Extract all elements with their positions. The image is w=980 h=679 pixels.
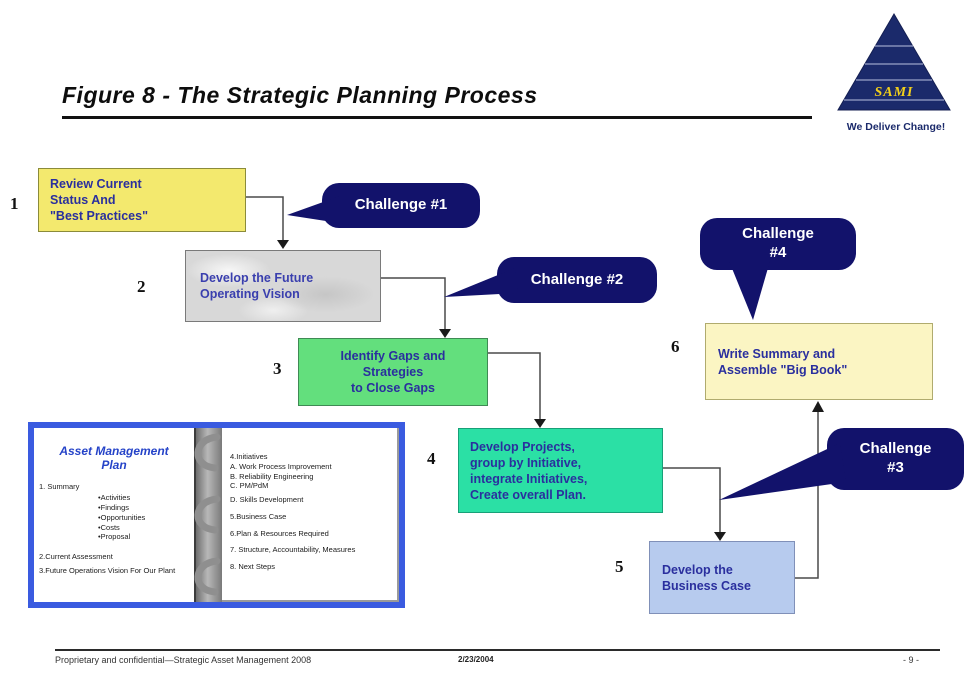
footer-page-number: - 9 - bbox=[903, 655, 920, 665]
pyramid-icon: SAMI bbox=[837, 13, 951, 111]
step-number-6: 6 bbox=[671, 337, 680, 356]
binder-subitem: B. Reliability Engineering bbox=[230, 471, 314, 481]
challenge-2-callout: Challenge #2 bbox=[497, 257, 657, 303]
arrowhead-into-box6 bbox=[812, 401, 824, 412]
bullet-item: Costs bbox=[98, 523, 194, 533]
step-box-line: Write Summary and bbox=[718, 346, 836, 361]
bullet-item: Activities bbox=[98, 493, 194, 503]
binder-item-initiatives: 4.Initiatives bbox=[230, 452, 268, 461]
binder-title: Asset Management Plan bbox=[59, 444, 169, 472]
step-box-line: Operating Vision bbox=[200, 287, 300, 301]
arrowhead-into-box3 bbox=[439, 329, 451, 338]
arrowhead-into-box5 bbox=[714, 532, 726, 541]
step-box-line: Create overall Plan. bbox=[470, 487, 587, 502]
binder-summary-bullets: Activities Findings Opportunities Costs … bbox=[98, 493, 194, 542]
step-box-line: "Best Practices" bbox=[50, 209, 149, 223]
title-underline bbox=[62, 116, 812, 119]
footer-confidentiality-note: Proprietary and confidential—Strategic A… bbox=[55, 655, 312, 665]
connector-4-5 bbox=[663, 467, 721, 534]
connector-2-3 bbox=[381, 277, 446, 331]
step-number-4: 4 bbox=[427, 449, 436, 468]
challenge-label: #3 bbox=[887, 459, 904, 476]
step-number-3: 3 bbox=[273, 359, 282, 378]
binder-right-page: 4.Initiatives A. Work Process Improvemen… bbox=[222, 428, 399, 602]
step-number-2: 2 bbox=[137, 277, 146, 296]
binder-item-business-case: 5.Business Case bbox=[230, 511, 287, 521]
step-box-line: Review Current bbox=[50, 177, 142, 191]
step-box-line: Develop the Future bbox=[200, 271, 314, 285]
logo-brand-text: SAMI bbox=[874, 85, 913, 100]
binder-subitem: D. Skills Development bbox=[230, 495, 304, 504]
step-box-develop-business-case: Develop the Business Case bbox=[649, 541, 795, 614]
binder-item-summary: 1. Summary bbox=[39, 481, 80, 491]
binder-subitem: A. Work Process Improvement bbox=[230, 461, 332, 471]
challenge-3-callout: Challenge #3 bbox=[827, 428, 964, 490]
binder-spine bbox=[196, 428, 222, 602]
asset-management-plan-binder: Asset Management Plan 1. Summary Activit… bbox=[28, 422, 405, 608]
step-box-line: group by Initiative, bbox=[470, 455, 582, 470]
sami-pyramid-logo: SAMI bbox=[836, 12, 956, 119]
binder-item-structure-accountability: 7. Structure, Accountability, Measures bbox=[230, 545, 356, 555]
binder-item-plan-resources: 6.Plan & Resources Required bbox=[230, 528, 329, 538]
binder-item-next-steps: 8. Next Steps bbox=[230, 562, 276, 571]
bullet-item: Proposal bbox=[98, 532, 194, 542]
logo-tagline: We Deliver Change! bbox=[846, 121, 946, 133]
arrowhead-into-box4 bbox=[534, 419, 546, 428]
arrowhead-into-box2 bbox=[277, 240, 289, 249]
step-number-1: 1 bbox=[10, 194, 19, 213]
binder-subitem: C. PM/PdM bbox=[230, 481, 269, 491]
step-box-line: to Close Gaps bbox=[350, 381, 436, 395]
bullet-item: Findings bbox=[98, 503, 194, 513]
step-box-line: Identify Gaps and bbox=[340, 349, 446, 363]
step-number-5: 5 bbox=[615, 557, 624, 576]
challenge-label: Challenge #2 bbox=[530, 270, 624, 288]
step-box-write-summary: Write Summary and Assemble "Big Book" bbox=[705, 323, 933, 400]
binder-item-future-operations-vision: 3.Future Operations Vision For Our Plant bbox=[39, 565, 176, 575]
step-box-line: integrate Initiatives, bbox=[470, 471, 588, 486]
connector-3-4 bbox=[488, 352, 541, 421]
step-box-line: Strategies bbox=[362, 365, 424, 379]
step-box-line: Business Case bbox=[662, 578, 751, 593]
bullet-item: Opportunities bbox=[98, 513, 194, 523]
challenge-label: Challenge bbox=[859, 440, 932, 458]
binder-item-current-assessment: 2.Current Assessment bbox=[39, 552, 113, 562]
challenge-label: Challenge bbox=[742, 225, 814, 243]
step-box-identify-gaps: Identify Gaps and Strategies to Close Ga… bbox=[298, 338, 488, 406]
page-title: Figure 8 - The Strategic Planning Proces… bbox=[62, 82, 538, 108]
step-box-review-current-status: Review Current Status And "Best Practice… bbox=[38, 168, 246, 232]
step-box-line: Develop the bbox=[662, 562, 733, 577]
challenge-label: #4 bbox=[769, 244, 787, 261]
step-box-develop-operating-vision: Develop the Future Operating Vision bbox=[185, 250, 381, 322]
footer-rule bbox=[55, 649, 940, 651]
connector-1-2 bbox=[246, 196, 284, 241]
challenge-label: Challenge #1 bbox=[354, 196, 448, 214]
connector-5-6 bbox=[795, 407, 819, 579]
step-box-line: Develop Projects, bbox=[470, 439, 575, 454]
challenge-4-callout: Challenge #4 bbox=[700, 218, 856, 270]
step-box-develop-projects: Develop Projects, group by Initiative, i… bbox=[458, 428, 663, 513]
challenge-1-callout: Challenge #1 bbox=[322, 183, 480, 228]
step-box-line: Status And bbox=[50, 193, 116, 207]
step-box-line: Assemble "Big Book" bbox=[718, 362, 848, 377]
footer-date-stamp: 2/23/2004 bbox=[458, 655, 494, 664]
binder-left-page: Asset Management Plan 1. Summary Activit… bbox=[34, 428, 196, 602]
